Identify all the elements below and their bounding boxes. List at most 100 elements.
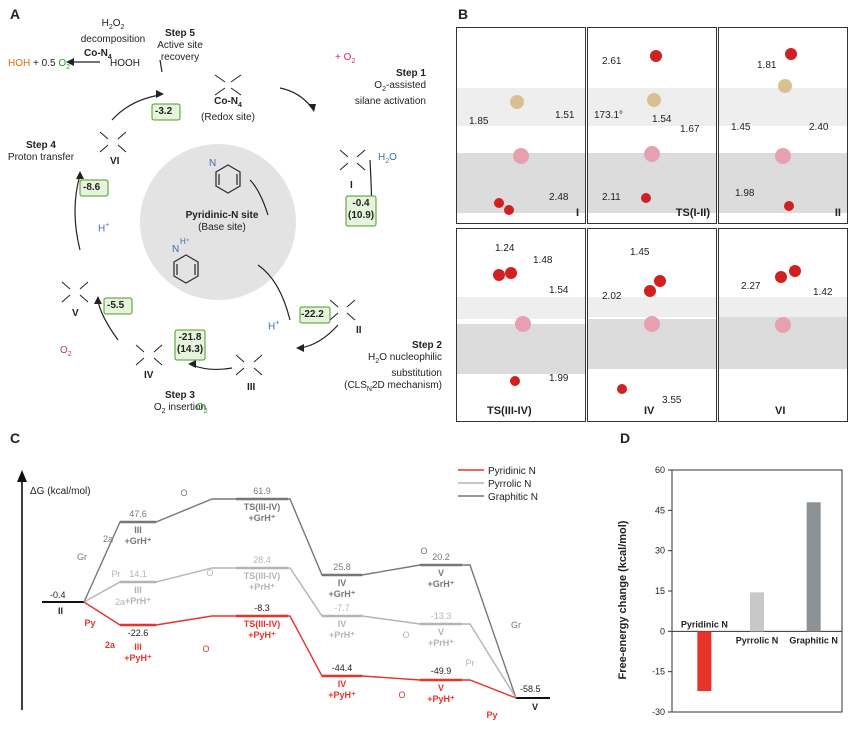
energy-m5-5: -5.5: [107, 300, 125, 311]
energy-m3-2: -3.2: [155, 106, 173, 117]
structure-caption: TS(I-II): [675, 207, 710, 219]
dist: 2.61: [602, 56, 622, 67]
slab-graphic: [588, 275, 716, 394]
panel-c-letter: C: [10, 430, 21, 446]
py-lbl-2b: +PyH⁺: [248, 630, 276, 640]
pr-lbl-2b: +PrH⁺: [249, 582, 275, 592]
slab-graphic: [457, 88, 585, 215]
panel-d-letter: D: [620, 430, 631, 446]
dist: 1.85: [469, 116, 489, 127]
pr-lbl-2a: TS(III-IV): [244, 571, 281, 581]
roman-iii: III: [247, 382, 256, 393]
y-tick-label: 45: [655, 505, 665, 515]
py-tag-out: Py: [486, 710, 497, 720]
dist: 1.54: [652, 114, 672, 125]
structure-box-iv: 1.45 2.02 3.55 IV: [587, 228, 717, 422]
py-lbl-2a: TS(III-IV): [244, 619, 281, 629]
structure-caption: VI: [775, 405, 786, 417]
legend-pyridinic: Pyridinic N: [488, 466, 536, 477]
pr-lbl-4a: V: [438, 627, 444, 637]
dist: 1.99: [549, 373, 569, 384]
gr-lbl-1b: +GrH⁺: [124, 536, 151, 546]
gr-val-2: 61.9: [253, 486, 271, 496]
dist: 1.48: [533, 255, 553, 266]
dist: 2.27: [741, 281, 761, 292]
gr-lbl-4a: V: [438, 568, 444, 578]
py-lbl-3a: IV: [338, 679, 347, 689]
roman-ii: II: [356, 325, 362, 336]
slab-graphic: [719, 265, 847, 369]
y-tick-label: 30: [655, 546, 665, 556]
pyridinic-site-circle: [140, 144, 296, 300]
hplus-label-1: H+: [98, 222, 110, 235]
category-label: Graphitic N: [789, 635, 838, 645]
legend-graphitic: Graphitic N: [488, 492, 538, 503]
energy-m8-6: -8.6: [83, 182, 101, 193]
structure-box-ts-iii-iv: 1.24 1.48 1.54 1.99 TS(III-IV): [456, 228, 586, 422]
structure-box-vi: 2.27 1.42 VI: [718, 228, 848, 422]
gr-lbl-2b: +GrH⁺: [248, 513, 275, 523]
py-val-3: -44.4: [332, 663, 353, 673]
y-tick-label: 15: [655, 586, 665, 596]
panel-a-letter: A: [10, 6, 21, 22]
pr-val-4: -13.3: [431, 611, 452, 621]
gr-tag-o2a: O: [180, 488, 187, 498]
py-lbl-1b: +PyH⁺: [124, 653, 152, 663]
dist: 1.81: [757, 60, 777, 71]
structure-box-i: 1.85 1.51 2.48 I: [456, 27, 586, 224]
dist: 1.45: [731, 122, 751, 133]
py-tag-2a: 2a: [105, 640, 116, 650]
pr-tag-out: Pr: [466, 658, 475, 668]
pr-tag-2a: 2a: [115, 597, 125, 607]
gr-tag-branch: Gr: [77, 552, 87, 562]
slab-graphic: [588, 50, 716, 213]
bar-chart-ylabel: Free-energy change (kcal/mol): [617, 520, 629, 679]
bar-graphitic-n: [806, 502, 821, 632]
energy-axis-label: ΔG (kcal/mol): [30, 486, 91, 497]
structure-box-ii: 1.81 1.45 2.40 1.98 II: [718, 27, 848, 224]
energy-profile: ΔG (kcal/mol) Pyridinic N Pyrrolic N Gra…: [17, 466, 550, 720]
hoh-products: HOH + 0.5 O2: [8, 58, 71, 71]
free-energy-bar-chart: Free-energy change (kcal/mol) -30-150153…: [617, 465, 843, 717]
gr-lbl-2a: TS(III-IV): [244, 502, 281, 512]
pyridinic-label: Pyridinic-N site(Base site): [185, 210, 259, 233]
dist: 1.54: [549, 285, 569, 296]
category-label: Pyridinic N: [681, 619, 728, 629]
y-tick-label: -30: [652, 707, 665, 717]
gr-tag-out: Gr: [511, 620, 521, 630]
bar-pyridinic-n: [697, 631, 712, 692]
py-val-1: -22.6: [128, 628, 149, 638]
pr-lbl-3b: +PrH⁺: [329, 630, 355, 640]
y-tick-label: 0: [660, 626, 665, 636]
pyridine-ring-bottom: [173, 254, 199, 284]
structure-caption: IV: [644, 405, 655, 417]
gr-tag-2a: 2a: [103, 534, 113, 544]
category-label: Pyrrolic N: [736, 635, 779, 645]
con4-arrow-label: Co-N4: [84, 48, 112, 61]
pyridine-ring-top: [215, 164, 241, 194]
end-label: V: [532, 702, 538, 712]
roman-v: V: [72, 308, 79, 319]
ring-bottom-n: N: [172, 244, 179, 255]
gr-val-4: 20.2: [432, 552, 450, 562]
py-tag-o2a: O: [202, 644, 209, 654]
dist: 1.67: [680, 124, 700, 135]
py-val-2: -8.3: [254, 603, 270, 613]
dist: 1.24: [495, 243, 515, 254]
gr-val-1: 47.6: [129, 509, 147, 519]
structure-caption: TS(III-IV): [487, 405, 532, 417]
o2-label-1: O2: [60, 345, 72, 358]
hplus-label-2: H+: [268, 320, 280, 333]
y-tick-label: 60: [655, 465, 665, 475]
py-tag-o2b: O: [398, 690, 405, 700]
pr-lbl-3a: IV: [338, 619, 347, 629]
ring-top-n: N: [209, 158, 216, 169]
py-lbl-3b: +PyH⁺: [328, 690, 356, 700]
roman-i: I: [350, 180, 353, 191]
h2o-label: H2O: [378, 152, 397, 165]
panel-b-letter: B: [458, 6, 469, 22]
